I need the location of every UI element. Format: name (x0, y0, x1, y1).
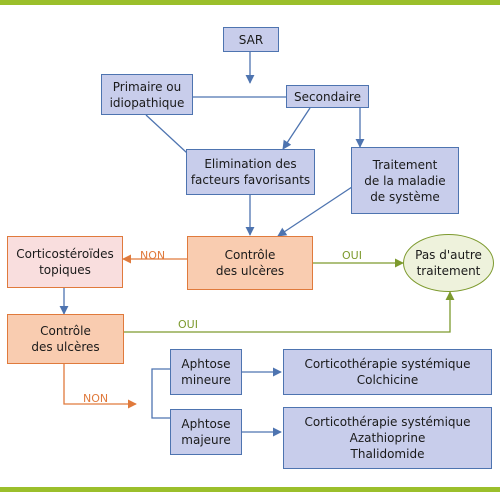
edge-non-to-aphtose (63, 364, 137, 409)
node-traitement-maladie: Traitement de la maladie de système (351, 147, 459, 214)
node-cortico-colchicine: Corticothérapie systémique Colchicine (283, 349, 492, 395)
edge-secondaire-elimination (282, 107, 311, 150)
bottom-accent-bar (0, 487, 500, 492)
node-primaire: Primaire ou idiopathique (101, 74, 193, 115)
edge-oui2 (124, 291, 455, 333)
node-pas-autre-traitement: Pas d'autre traitement (403, 234, 494, 292)
edge-traitement-controle (277, 184, 356, 237)
node-corticosteroides: Corticostéroïdes topiques (7, 236, 123, 288)
node-aphtose-majeure: Aphtose majeure (170, 409, 242, 455)
label-oui-2: OUI (178, 318, 198, 331)
node-controle-1: Contrôle des ulcères (187, 236, 313, 290)
top-accent-bar (0, 0, 500, 5)
label-non-1: NON (140, 249, 166, 262)
node-secondaire: Secondaire (286, 85, 369, 108)
node-aphtose-mineure: Aphtose mineure (170, 349, 242, 395)
label-oui-1: OUI (342, 249, 362, 262)
node-sar: SAR (223, 27, 279, 52)
label-non-2: NON (83, 392, 109, 405)
edge-bracket (151, 368, 170, 419)
node-elimination: Elimination des facteurs favorisants (186, 149, 315, 195)
node-controle-2: Contrôle des ulcères (7, 314, 124, 364)
node-cortico-azathioprine: Corticothérapie systémique Azathioprine … (283, 407, 492, 469)
